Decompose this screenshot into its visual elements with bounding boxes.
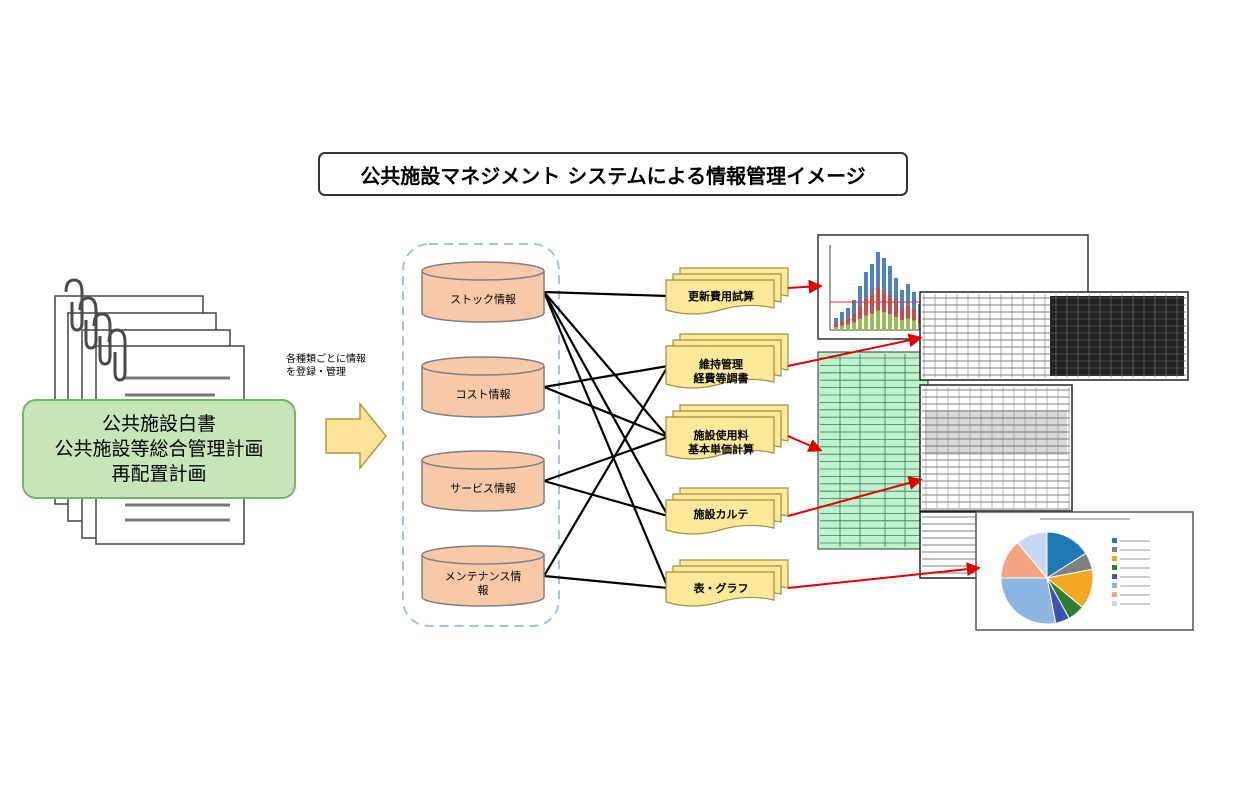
document-line-2: 公共施設等総合管理計画 [54,437,264,460]
output-label-karte: 施設カルテ [666,508,776,522]
database-label-stock: ストック情報 [450,293,516,306]
connection-stock-renewal [543,290,669,298]
output-doc-karte [665,487,789,535]
database-cylinder-maintenance [421,545,545,607]
register-label-line-2: を登録・管理 [286,367,346,378]
output-doc-renewal [665,267,789,315]
output-label-maintenance-cost-line-2: 経費等調書 [693,372,749,385]
database-cylinder-stock [421,261,545,323]
output-label-karte-line-1: 施設カルテ [693,508,749,521]
connection-cost-usage-fee [543,385,669,439]
database-label-maintenance: メンテナンス情 報 [423,570,543,598]
output-doc-maintenance-cost [665,333,789,389]
connection-maintenance-chart [543,574,669,590]
output-label-maintenance-cost-line-1: 維持管理 [699,358,743,371]
output-arrows [787,279,981,589]
database-cylinder-service [421,450,545,512]
register-label-line-1: 各種類ごとに情報 [286,354,366,365]
output-label-chart-line-1: 表・グラフ [693,582,749,595]
register-label: 各種類ごとに情報 を登録・管理 [286,353,366,379]
connection-maintenance-maintenance-cost [543,365,669,577]
grid-table-screenshot-2 [919,384,1073,512]
pie-chart-screenshot [975,511,1194,631]
output-label-usage-fee-line-2: 基本単価計算 [688,443,754,456]
output-label-renewal: 更新費用試算 [666,290,776,304]
paper-clip-icons [64,278,127,382]
connection-service-karte [543,479,669,518]
output-label-renewal-line-1: 更新費用試算 [688,290,754,303]
output-doc-usage-fee [665,404,789,460]
document-line-1: 公共施設白書 [101,412,216,435]
output-label-usage-fee-line-1: 施設使用料 [693,429,749,442]
connection-cost-maintenance-cost [543,364,669,389]
connection-stock-usage-fee [543,291,669,438]
grid-table-screenshot-1 [919,291,1189,381]
document-label-box: 公共施設白書 公共施設等総合管理計画 再配置計画 [22,399,296,499]
database-label-cost: コスト情報 [455,388,511,401]
output-doc-chart [665,559,789,607]
database-label-maintenance-line-2: 報 [477,584,489,597]
connection-lines [542,290,670,590]
output-label-maintenance-cost: 維持管理 経費等調書 [666,358,776,386]
connection-stock-chart [542,291,670,589]
page-title: 公共施設マネジメント システムによる情報管理イメージ [318,152,908,196]
document-line-3: 再配置計画 [111,462,207,485]
block-arrow-icon [325,401,387,471]
output-label-usage-fee: 施設使用料 基本単価計算 [666,429,776,457]
database-label-service: サービス情報 [450,482,516,495]
green-table-screenshot [817,351,929,550]
database-label-maintenance-line-1: メンテナンス情 [444,570,522,583]
output-label-chart: 表・グラフ [666,582,776,596]
connection-stock-karte [543,291,669,517]
database-cylinder-cost [421,356,545,418]
database-group [402,243,560,627]
connection-service-usage-fee [543,435,669,483]
